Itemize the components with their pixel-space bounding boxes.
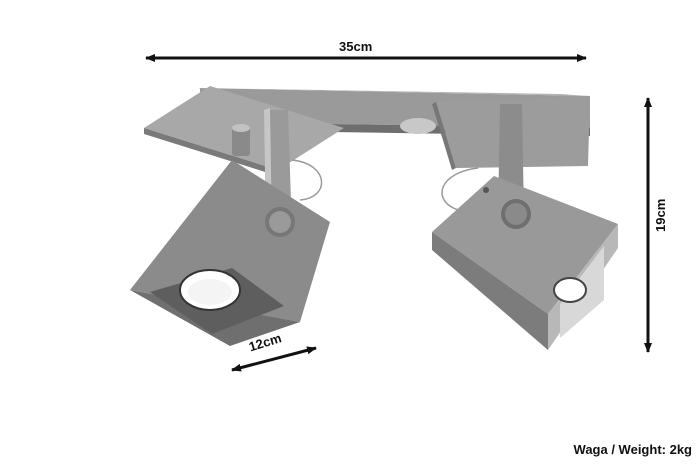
left-cube-spotlight [130, 160, 330, 346]
weight-label: Waga / Weight: 2kg [573, 442, 692, 457]
height-label: 19cm [653, 198, 668, 232]
right-cable [441, 167, 479, 211]
left-cable [291, 159, 323, 201]
left-screw-knob [232, 124, 250, 156]
depth-arrow [231, 346, 317, 372]
right-cube-spotlight [432, 176, 618, 350]
width-label: 35cm [339, 39, 373, 54]
